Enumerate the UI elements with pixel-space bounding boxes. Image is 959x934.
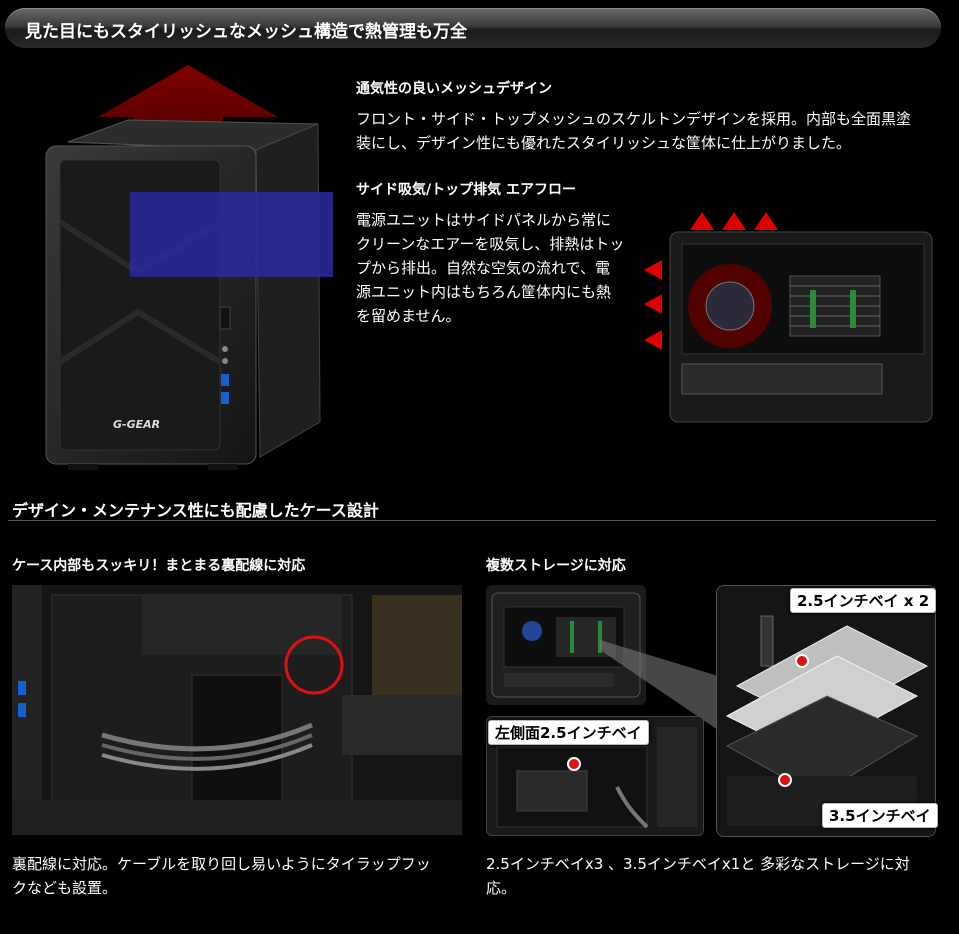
mesh-design-description: フロント・サイド・トップメッシュのスケルトンデザインを採用。内部も全面黒塗 装に… (356, 107, 936, 155)
storage-description: 2.5インチベイx3 、3.5インチベイx1と 多彩なストレージに対 応。 (486, 852, 936, 900)
storage-heading: 複数ストレージに対応 (486, 558, 626, 574)
left-side-bay-callout: 左側面2.5インチベイ (488, 720, 649, 745)
storage-line-1: 2.5インチベイx3 、3.5インチベイx1と 多彩なストレージに対 (486, 855, 910, 873)
drive-bay-illustration (717, 586, 935, 836)
section-banner: 見た目にもスタイリッシュなメッシュ構造で熱管理も万全 (5, 8, 941, 48)
airflow-heading: サイド吸気/トップ排気 エアフロー (356, 182, 576, 198)
cable-routing-heading: ケース内部もスッキリ！まとまる裏配線に対応 (12, 558, 306, 574)
mesh-design-heading: 通気性の良いメッシュデザイン (356, 81, 552, 97)
airflow-illustration (644, 212, 933, 423)
mesh-design-line-2: 装にし、デザイン性にも優れたスタイリッシュな筐体に仕上がりました。 (356, 134, 852, 152)
storage-case-illustration (491, 592, 641, 698)
cable-routing-image (12, 585, 462, 835)
airflow-line-1: 電源ユニットはサイドパネルから常に (356, 211, 612, 229)
airflow-line-4: 源ユニット内はもちろん筐体内にも熱 (356, 283, 612, 301)
cable-routing-illustration (12, 585, 462, 835)
dual-25-bay-marker (795, 654, 809, 668)
zoom-connector (600, 640, 718, 730)
storage-case-image (486, 585, 646, 705)
35-bay-marker (778, 773, 792, 787)
cable-routing-description: 裏配線に対応。ケーブルを取り回し易いようにタイラップフッ クなども設置。 (12, 852, 462, 900)
airflow-line-3: プから排出。自然な空気の流れで、電 (356, 259, 610, 277)
airflow-line-2: クリーンなエアーを吸気し、排熱はトッ (356, 235, 625, 253)
case-illustration (45, 65, 333, 470)
cable-routing-line-1: 裏配線に対応。ケーブルを取り回し易いようにタイラップフッ (12, 855, 431, 873)
airflow-description: 電源ユニットはサイドパネルから常に クリーンなエアーを吸気し、排熱はトッ プから… (356, 208, 648, 328)
banner-title: 見た目にもスタイリッシュなメッシュ構造で熱管理も万全 (25, 22, 467, 42)
airflow-side-image (640, 206, 942, 426)
case-logo: G-GEAR (113, 418, 161, 431)
drive-bay-image (716, 585, 936, 837)
section-divider (8, 520, 936, 521)
cable-routing-line-2: クなども設置。 (12, 879, 118, 897)
section2-title: デザイン・メンテナンス性にも配慮したケース設計 (12, 501, 379, 520)
airflow-line-5: を留めません。 (356, 307, 461, 325)
storage-line-2: 応。 (486, 879, 517, 897)
dual-25-bay-callout: 2.5インチベイ x 2 (790, 588, 937, 613)
case-front-image: G-GEAR (38, 62, 338, 472)
left-side-bay-marker (567, 757, 581, 771)
35-bay-callout: 3.5インチベイ (822, 803, 938, 828)
mesh-design-line-1: フロント・サイド・トップメッシュのスケルトンデザインを採用。内部も全面黒塗 (356, 110, 912, 128)
